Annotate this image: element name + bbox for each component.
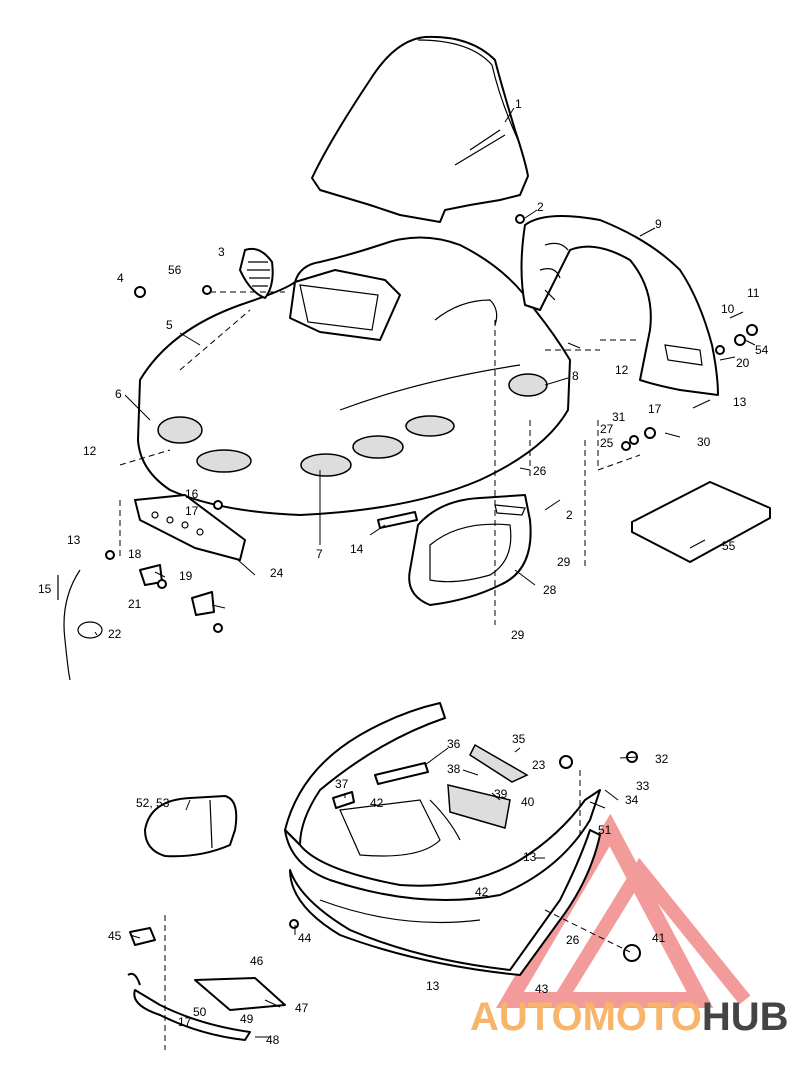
callout-10: 10 [721,302,735,316]
callout-45: 45 [108,929,122,943]
callout-13: 13 [733,395,747,409]
callout-8: 8 [572,369,579,383]
callout-52-53: 52, 53 [136,796,170,810]
callout-50: 50 [193,1005,207,1019]
storage-pad [631,481,771,563]
callout-labels: 1 2 3 4 56 5 6 12 8 9 11 10 54 20 13 17 … [38,97,769,1047]
inner-panel [408,494,532,606]
callout-12b: 12 [615,363,629,377]
callout-3: 3 [218,245,225,259]
fasteners [105,214,758,962]
callout-29: 29 [557,555,571,569]
clip [129,927,156,946]
callout-42b: 42 [475,885,489,899]
callout-14: 14 [350,542,364,556]
lower-bracket [127,972,286,1041]
callout-11: 11 [747,286,760,300]
callout-20: 20 [736,356,750,370]
callout-26: 26 [533,464,547,478]
callout-41: 41 [652,931,666,945]
small-plate [332,791,355,809]
logo-moto: MOTO [583,995,702,1039]
callout-1: 1 [515,97,522,111]
callout-22: 22 [108,627,122,641]
callout-42: 42 [370,796,384,810]
trim-strip [377,511,418,529]
callout-30: 30 [697,435,711,449]
callout-9: 9 [655,217,662,231]
logo-wordmark: AUTOMOTOHUB [470,995,789,1039]
callout-15: 15 [38,582,52,596]
mesh-screen [447,784,511,829]
callout-46: 46 [250,954,264,968]
bracket [134,494,246,616]
callout-33: 33 [636,779,650,793]
callout-13d: 13 [426,979,440,993]
callout-7: 7 [316,547,323,561]
callout-34: 34 [625,793,639,807]
belly-pan [284,702,601,976]
callout-19: 19 [179,569,193,583]
windshield [311,35,529,223]
callout-38: 38 [447,762,461,776]
mount-bar [374,762,429,785]
callout-17b: 17 [185,504,199,518]
callout-47: 47 [295,1001,309,1015]
callout-40: 40 [521,795,535,809]
callout-5: 5 [166,318,173,332]
callout-16: 16 [185,487,199,501]
callout-12: 12 [83,444,97,458]
callout-13b: 13 [67,533,81,547]
callout-27: 27 [600,422,614,436]
hood [137,236,571,516]
callout-37: 37 [335,777,349,791]
callout-26b: 26 [566,933,580,947]
callout-49: 49 [240,1012,254,1026]
callout-51: 51 [598,823,612,837]
callout-43: 43 [535,982,549,996]
callout-39: 39 [494,787,508,801]
seat-pad [144,795,238,858]
callout-36: 36 [447,737,461,751]
logo-hub: HUB [702,995,789,1039]
callout-44: 44 [298,931,312,945]
callout-21: 21 [128,597,142,611]
callout-13c: 13 [523,850,537,864]
callout-54: 54 [755,343,769,357]
side-panel [520,215,719,396]
callout-35: 35 [512,732,526,746]
callout-48: 48 [266,1033,280,1047]
callout-2b: 2 [566,508,573,522]
callout-4: 4 [117,271,124,285]
callout-17: 17 [648,402,662,416]
callout-31: 31 [612,410,626,424]
callout-56: 56 [168,263,182,277]
assembly-lines [119,291,641,1050]
grille [239,247,274,299]
callout-2: 2 [537,200,544,214]
callout-55: 55 [722,539,736,553]
leader-lines [94,107,756,1038]
callout-17c: 17 [178,1015,192,1029]
reflector-strip [469,743,529,783]
callout-24: 24 [270,566,284,580]
callout-32: 32 [655,752,669,766]
callout-29b: 29 [511,628,525,642]
callout-23: 23 [532,758,546,772]
logo-auto: AUTO [470,995,583,1039]
callout-18: 18 [128,547,142,561]
callout-6: 6 [115,387,122,401]
tether-cable [57,569,103,681]
callout-25: 25 [600,436,614,450]
callout-28: 28 [543,583,557,597]
